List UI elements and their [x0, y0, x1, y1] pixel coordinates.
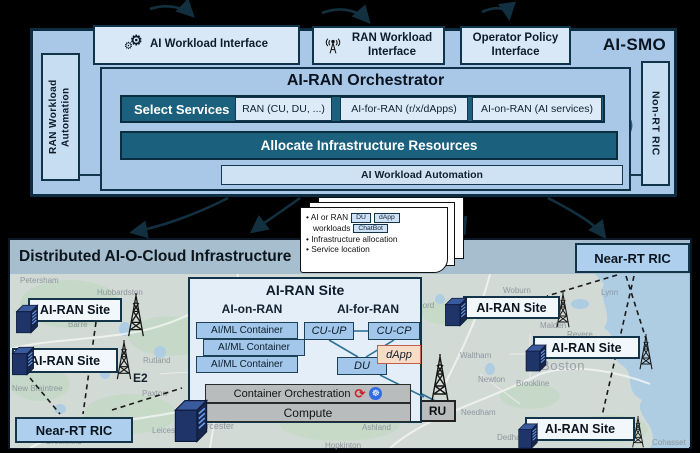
- server-icon: [10, 344, 36, 378]
- near-rt-ric-label: Near-RT RIC: [594, 250, 671, 266]
- map-label-hopkinton: Hopkinton: [325, 441, 362, 450]
- ran-workload-automation-label: RAN Workload Automation: [48, 79, 72, 155]
- near-rt-ric-left-box: Near-RT RIC: [15, 417, 133, 443]
- map-label-needham: Needham: [461, 408, 496, 417]
- ai-workload-interface-box: ⚙⚙ AI Workload Interface: [93, 25, 300, 65]
- gears-icon: ⚙⚙: [123, 32, 143, 52]
- map-label-newton: Newton: [478, 375, 506, 384]
- server-icon: [14, 302, 40, 336]
- note-bullet-2: • Infrastructure allocation: [306, 233, 398, 244]
- allocate-resources-bar: Allocate Infrastructure Resources: [120, 131, 618, 160]
- ai-smo-label: AI-SMO: [602, 35, 666, 54]
- ru-box: RU: [419, 400, 456, 422]
- dapp-chip: dApp: [373, 213, 400, 223]
- map-label-ashland: Ashland: [362, 423, 391, 432]
- non-rt-ric-box: Non-RT RIC: [641, 61, 670, 186]
- non-rt-ric-label: Non-RT RIC: [649, 91, 662, 156]
- cell-tower-icon: [124, 293, 148, 337]
- ai-ran-site-label: AI-RAN Site: [39, 303, 111, 317]
- map-label-woburn: Woburn: [503, 286, 531, 295]
- operator-policy-interface-box: Operator Policy Interface: [460, 26, 571, 65]
- ai-ran-site-box-4: AI-RAN Site: [533, 336, 640, 359]
- ai-ran-site-box-5: AI-RAN Site: [525, 417, 635, 441]
- ai-ran-site-label: AI-RAN Site: [551, 340, 622, 355]
- note-bullet-3: • Service location: [306, 244, 370, 255]
- ran-workload-interface-label: RAN Workload Interface: [351, 32, 433, 58]
- cu-up-box: CU-UP: [304, 322, 354, 340]
- server-icon: [516, 421, 540, 451]
- server-icon: [523, 342, 549, 374]
- kubernetes-icon: ☸: [369, 387, 383, 400]
- refresh-icon: ⟳: [354, 386, 366, 401]
- ru-label: RU: [428, 404, 447, 418]
- service-option-ran: RAN (CU, DU, ...): [235, 97, 332, 121]
- near-rt-ric-right-box: Near-RT RIC: [575, 243, 690, 273]
- ai-ran-site-box-1: AI-RAN Site: [28, 298, 122, 322]
- ran-workload-automation-box: RAN Workload Automation: [41, 53, 80, 181]
- map-label-lynn: Lynn: [601, 288, 619, 297]
- near-rt-ric-label: Near-RT RIC: [35, 422, 113, 438]
- ai-ran-site-detail: AI-RAN Site AI-on-RAN AI-for-RAN AI/ML C…: [188, 277, 424, 423]
- aiml-container-box: AI/ML Container: [196, 322, 298, 339]
- du-chip: DU: [351, 213, 371, 223]
- container-orchestration-label: Container Orchestration: [233, 387, 351, 400]
- map-label-cohasset: Cohasset: [652, 438, 686, 447]
- ai-on-ran-header: AI-on-RAN: [221, 302, 283, 316]
- ai-ran-site-label: AI-RAN Site: [29, 353, 101, 368]
- ai-ran-site-label: AI-RAN Site: [544, 422, 616, 436]
- operator-policy-interface-label: Operator Policy Interface: [472, 32, 559, 58]
- ai-workload-automation-label: AI Workload Automation: [361, 169, 483, 181]
- compute-label: Compute: [283, 405, 333, 420]
- ai-workload-interface-label: AI Workload Interface: [149, 38, 268, 51]
- cu-cp-box: CU-CP: [368, 322, 420, 340]
- ran-workload-interface-box: RAN Workload Interface: [312, 26, 445, 65]
- ai-ran-orchestrator-box: AI-RAN Orchestrator Select Services RAN …: [100, 67, 631, 191]
- antenna-icon: [322, 37, 344, 55]
- map-label-rutland: Rutland: [143, 356, 171, 365]
- ai-ran-site-label: AI-RAN Site: [476, 300, 547, 315]
- ru-tower-icon: [426, 354, 454, 402]
- ai-smo-panel: AI-SMO ⚙⚙ AI Workload Interface: [30, 25, 677, 197]
- ai-for-ran-header: AI-for-RAN: [337, 302, 399, 316]
- server-icon: [443, 295, 469, 329]
- container-orchestration-bar: Container Orchestration ⟳ ☸: [205, 384, 411, 403]
- service-option-ai-on-ran: AI-on-RAN (AI services): [472, 97, 602, 121]
- map-label-brookline: Brookline: [516, 379, 550, 388]
- ai-ran-site-box-3: AI-RAN Site: [463, 296, 560, 319]
- map-label-petersham: Petersham: [20, 276, 59, 285]
- map-label-paxton: Paxton: [142, 389, 167, 398]
- aiml-container-box: AI/ML Container: [196, 356, 298, 373]
- compute-bar: Compute: [205, 403, 411, 422]
- map-label-waltham: Waltham: [460, 351, 492, 360]
- dapp-box: dApp: [377, 345, 421, 364]
- orchestrator-title: AI-RAN Orchestrator: [286, 72, 445, 89]
- select-services-label: Select Services: [134, 101, 230, 117]
- allocate-resources-label: Allocate Infrastructure Resources: [260, 138, 478, 153]
- map-label-new-braintree: New Braintree: [12, 384, 63, 393]
- site-detail-title: AI-RAN Site: [265, 282, 345, 298]
- aiml-container-box: AI/ML Container: [203, 339, 305, 356]
- cloud-title: Distributed AI-O-Cloud Infrastructure: [19, 248, 292, 265]
- service-option-ai-for-ran: AI-for-RAN (r/x/dApps): [340, 97, 468, 121]
- ai-workload-automation-bar: AI Workload Automation: [221, 165, 623, 185]
- chatbot-chip: ChatBot: [353, 223, 388, 234]
- edge-server-icon: [173, 393, 209, 449]
